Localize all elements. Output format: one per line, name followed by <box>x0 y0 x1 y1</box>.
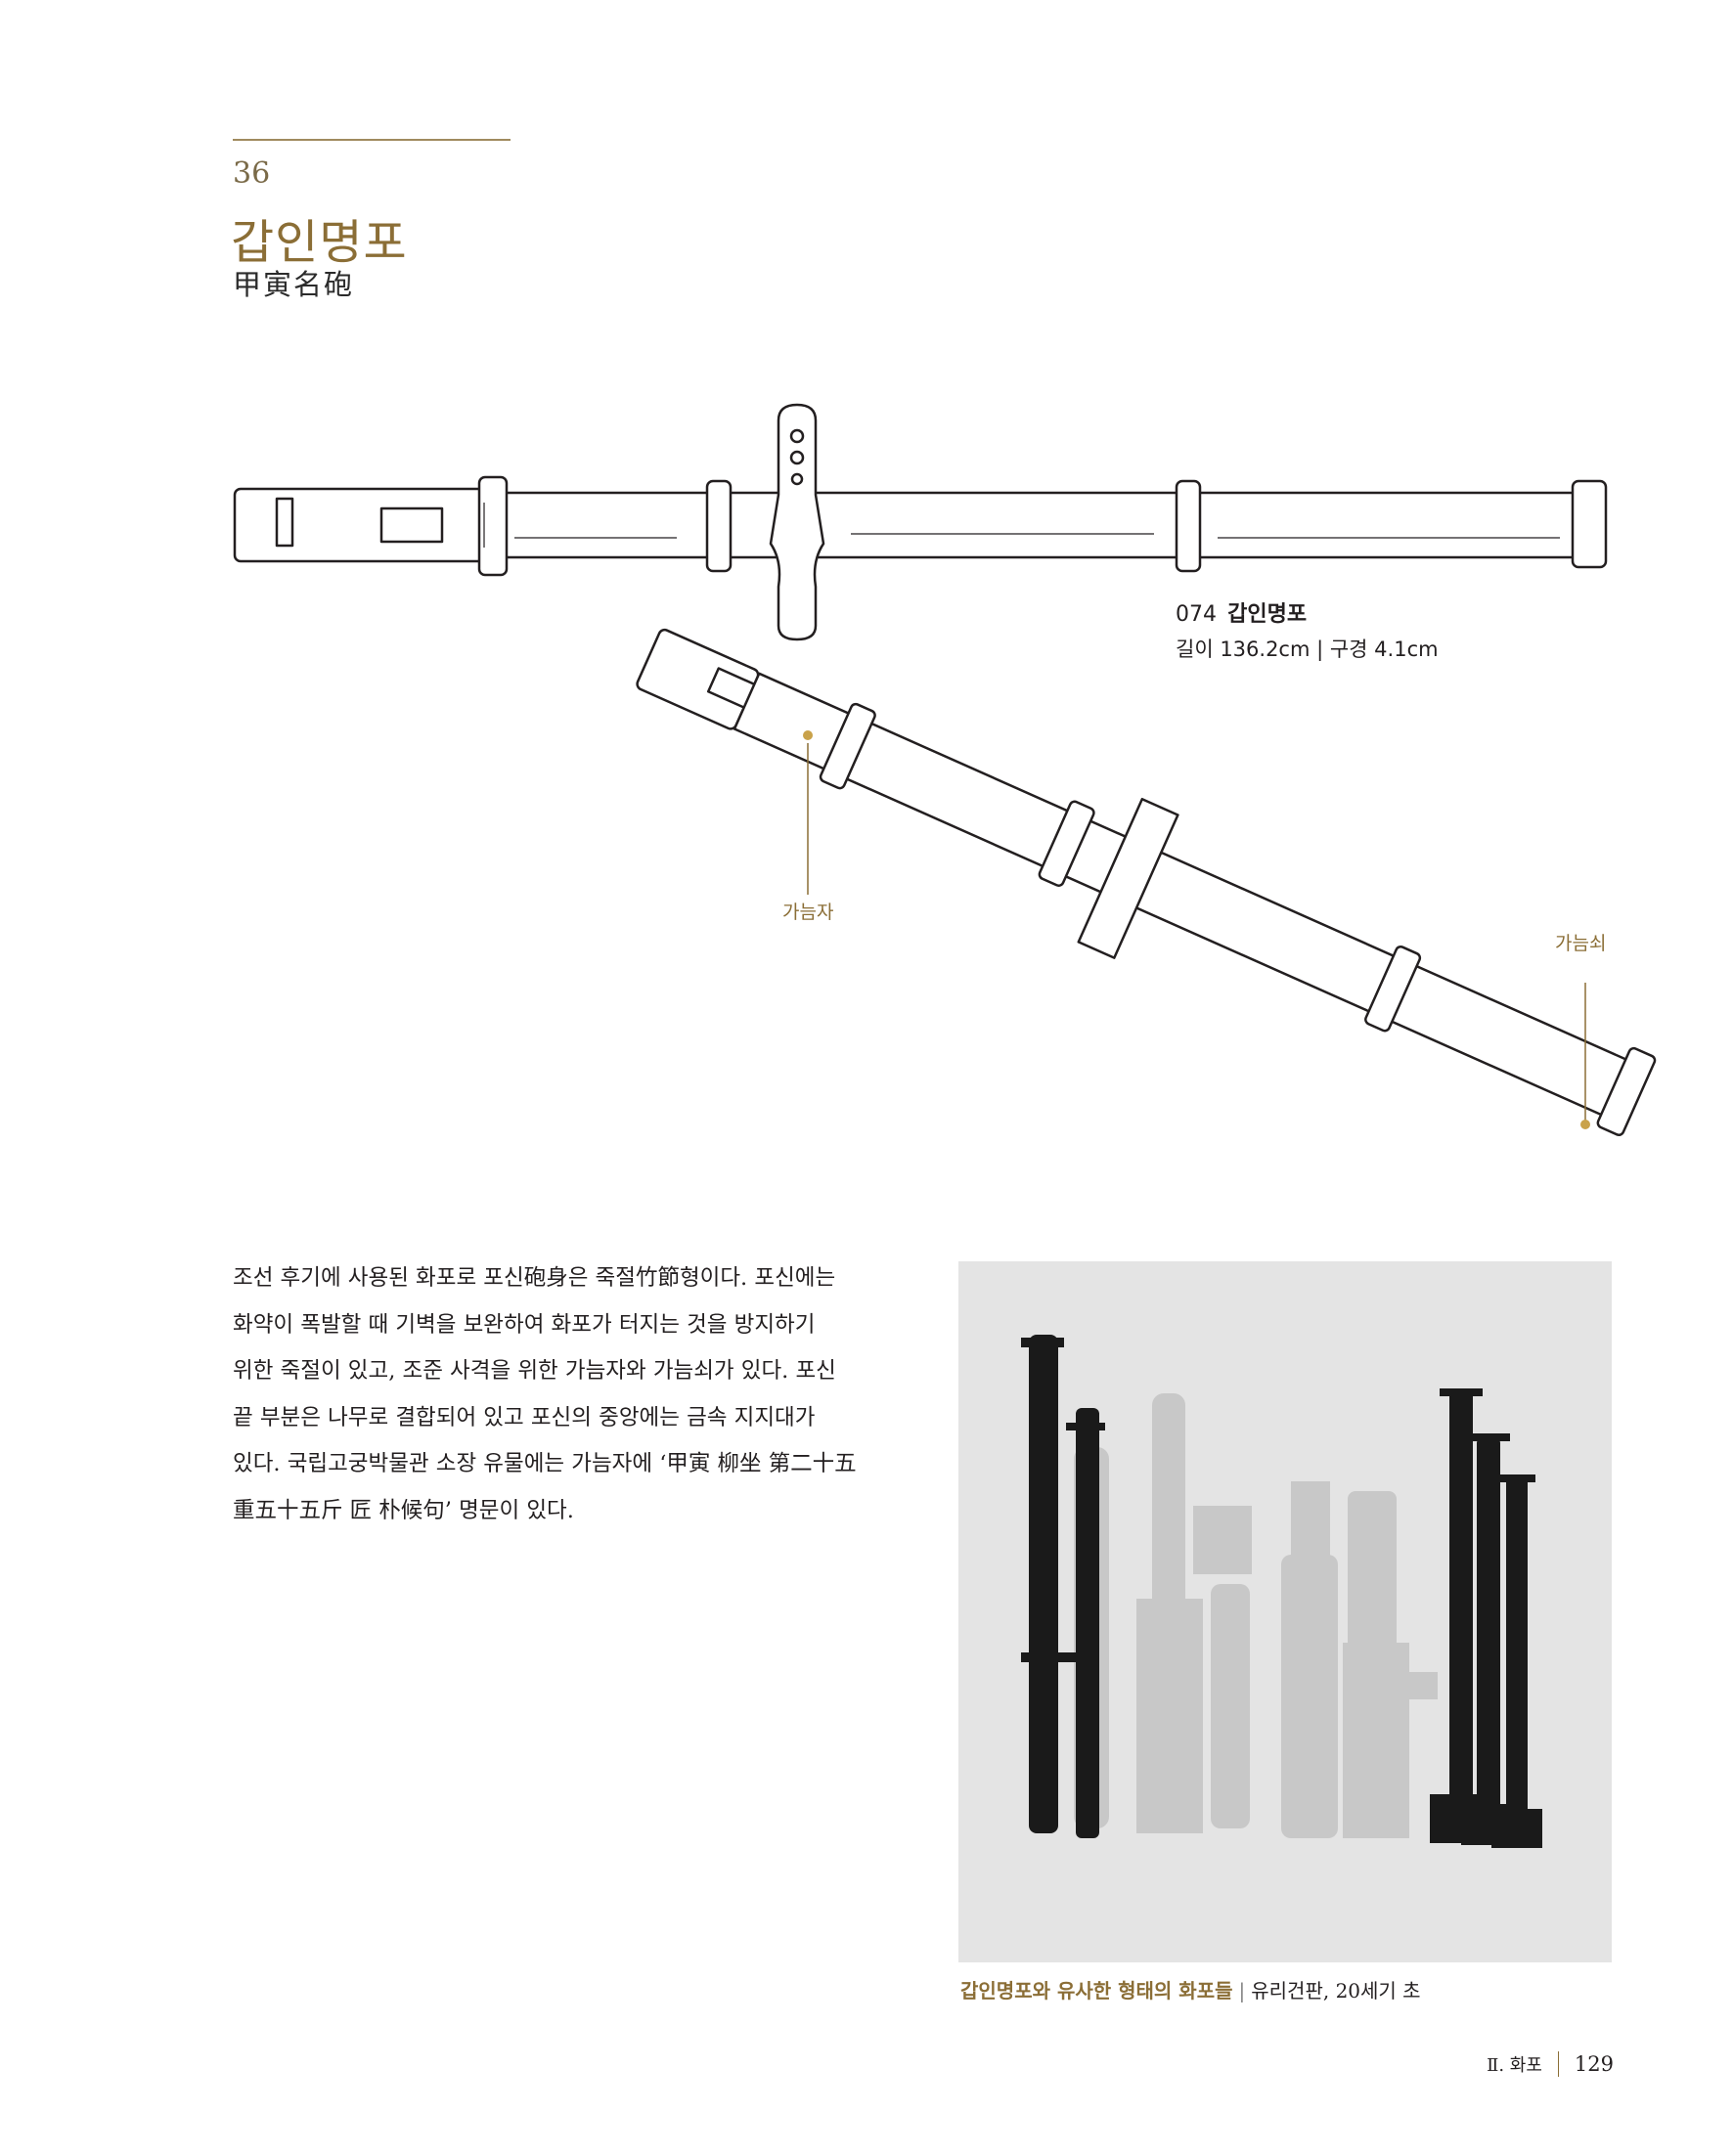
footer-divider <box>1557 2051 1559 2077</box>
header-rule <box>233 139 511 141</box>
body-line: 화약이 폭발할 때 기벽을 보완하여 화포가 터지는 것을 방지하기 <box>233 1311 816 1338</box>
photo-caption: 갑인명포와 유사한 형태의 화포들|유리건판, 20세기 초 <box>960 1975 1421 2003</box>
page-footer: Ⅱ. 화포 129 <box>1487 2051 1614 2077</box>
body-line: 重五十五斤 匠 朴候句’ 명문이 있다. <box>233 1497 574 1523</box>
footer-section: Ⅱ. 화포 <box>1487 2055 1542 2076</box>
page-subtitle-hanja: 甲寅名砲 <box>233 268 355 301</box>
caption-divider: | <box>1238 1979 1246 2002</box>
entry-number: 36 <box>233 156 271 191</box>
callout-front-sight: 가늠자 <box>782 902 834 923</box>
page-number: 129 <box>1574 2052 1614 2076</box>
figure-specs: 길이 136.2cm | 구경 4.1cm <box>1176 638 1439 661</box>
figure-name: 갑인명포 <box>1227 602 1308 627</box>
cannons-photo-illustration <box>1021 1335 1542 1848</box>
photo-caption-source: 유리건판, 20세기 초 <box>1251 1979 1421 2002</box>
body-line: 끝 부분은 나무로 결합되어 있고 포신의 중앙에는 금속 지지대가 <box>233 1404 816 1430</box>
body-paragraph: 조선 후기에 사용된 화포로 포신砲身은 죽절竹節형이다. 포신에는 화약이 폭… <box>233 1255 908 1534</box>
callout-rear-sight: 가늠쇠 <box>1555 933 1607 954</box>
page-title: 갑인명포 <box>231 215 408 270</box>
cannon-oblique-view <box>636 628 1657 1136</box>
cannon-line-drawing <box>233 403 1657 1136</box>
archival-photo <box>958 1261 1612 1962</box>
body-line: 조선 후기에 사용된 화포로 포신砲身은 죽절竹節형이다. 포신에는 <box>233 1265 836 1291</box>
photo-caption-title: 갑인명포와 유사한 형태의 화포들 <box>960 1979 1233 2002</box>
body-line: 있다. 국립고궁박물관 소장 유물에는 가늠자에 ‘甲寅 柳坐 第二十五 <box>233 1451 857 1476</box>
figure-number: 074 <box>1176 602 1217 627</box>
figure-caption: 074 갑인명포 길이 136.2cm | 구경 4.1cm <box>1176 596 1439 663</box>
body-line: 위한 죽절이 있고, 조준 사격을 위한 가늠자와 가늠쇠가 있다. 포신 <box>233 1358 836 1384</box>
